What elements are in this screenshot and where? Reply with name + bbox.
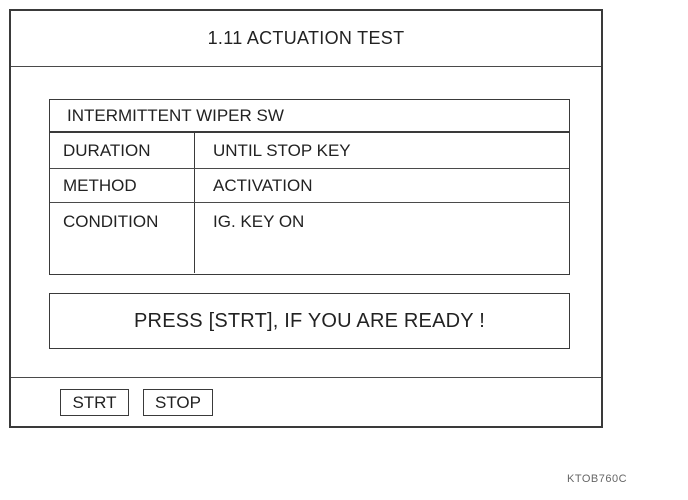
screen-title-bar: 1.11 ACTUATION TEST [11, 11, 601, 67]
method-row: METHOD ACTIVATION [50, 169, 569, 203]
condition-row: CONDITION IG. KEY ON [50, 203, 569, 273]
scan-tool-screen: 1.11 ACTUATION TEST INTERMITTENT WIPER S… [9, 9, 603, 428]
condition-label: CONDITION [50, 203, 195, 273]
function-key-bar: STRT STOP [11, 377, 601, 426]
figure-code: KTOB760C [567, 473, 628, 485]
test-item-name: INTERMITTENT WIPER SW [50, 100, 569, 133]
method-label: METHOD [50, 169, 195, 202]
stop-button[interactable]: STOP [143, 389, 213, 416]
screen-title: 1.11 ACTUATION TEST [207, 28, 405, 48]
method-value: ACTIVATION [213, 175, 313, 195]
duration-value: UNTIL STOP KEY [213, 140, 351, 160]
condition-value: IG. KEY ON [213, 212, 305, 231]
start-button[interactable]: STRT [60, 389, 129, 416]
duration-label: DURATION [50, 133, 195, 168]
test-info-table: INTERMITTENT WIPER SW DURATION UNTIL STO… [49, 99, 570, 275]
ready-prompt-box: PRESS [STRT], IF YOU ARE READY ! [49, 293, 570, 349]
duration-row: DURATION UNTIL STOP KEY [50, 133, 569, 169]
ready-prompt-text: PRESS [STRT], IF YOU ARE READY ! [134, 309, 485, 332]
